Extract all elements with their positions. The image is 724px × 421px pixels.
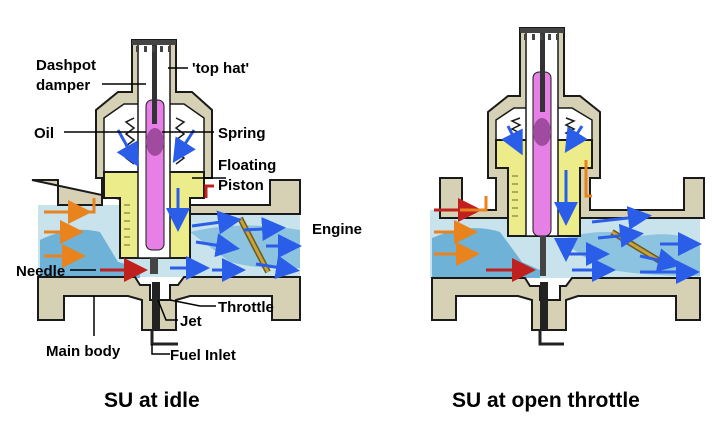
jet-idle (152, 282, 160, 330)
piston-scale-idle (124, 204, 130, 246)
airflow-arrows-idle (44, 129, 302, 282)
label-top-hat: 'top hat' (192, 60, 249, 77)
label-jet: Jet (180, 313, 202, 330)
top-cap-idle (132, 40, 176, 52)
lower-body-open (431, 277, 701, 331)
label-damper: damper (36, 77, 90, 94)
damper-head-idle (146, 128, 164, 156)
label-oil: Oil (34, 125, 54, 142)
label-main-body: Main body (46, 343, 121, 360)
fuel-inlet-pipe-open (538, 330, 564, 346)
label-throttle: Throttle (218, 299, 274, 316)
needle-idle (150, 258, 158, 274)
jet-open (540, 282, 548, 330)
leader-lines-idle (64, 67, 226, 355)
needle-open (540, 236, 546, 276)
damper-head-open (533, 118, 551, 146)
label-fuel-inlet: Fuel Inlet (170, 347, 236, 364)
label-spring: Spring (218, 125, 266, 142)
damper-rod-open (540, 32, 545, 112)
label-engine: Engine (312, 221, 362, 238)
label-floating: Floating (218, 157, 276, 174)
lower-body-idle (37, 276, 301, 331)
fuel-inlet-pipe-idle (150, 330, 178, 346)
carb-open-throttle: SU at open throttle (430, 27, 705, 412)
throttle-plate-idle-fill (238, 217, 270, 273)
carb-idle: Dashpot damper 'top hat' Oil Spring Floa… (16, 39, 362, 412)
caption-open-throttle: SU at open throttle (452, 389, 640, 412)
label-piston: Piston (218, 177, 264, 194)
label-needle: Needle (16, 263, 65, 280)
label-dashpot: Dashpot (36, 57, 96, 74)
damper-rod-idle (152, 44, 157, 124)
top-cap-open (520, 28, 564, 40)
piston-scale-open (512, 175, 518, 217)
caption-idle: SU at idle (104, 389, 200, 412)
airflow-arrows-open (434, 125, 702, 284)
